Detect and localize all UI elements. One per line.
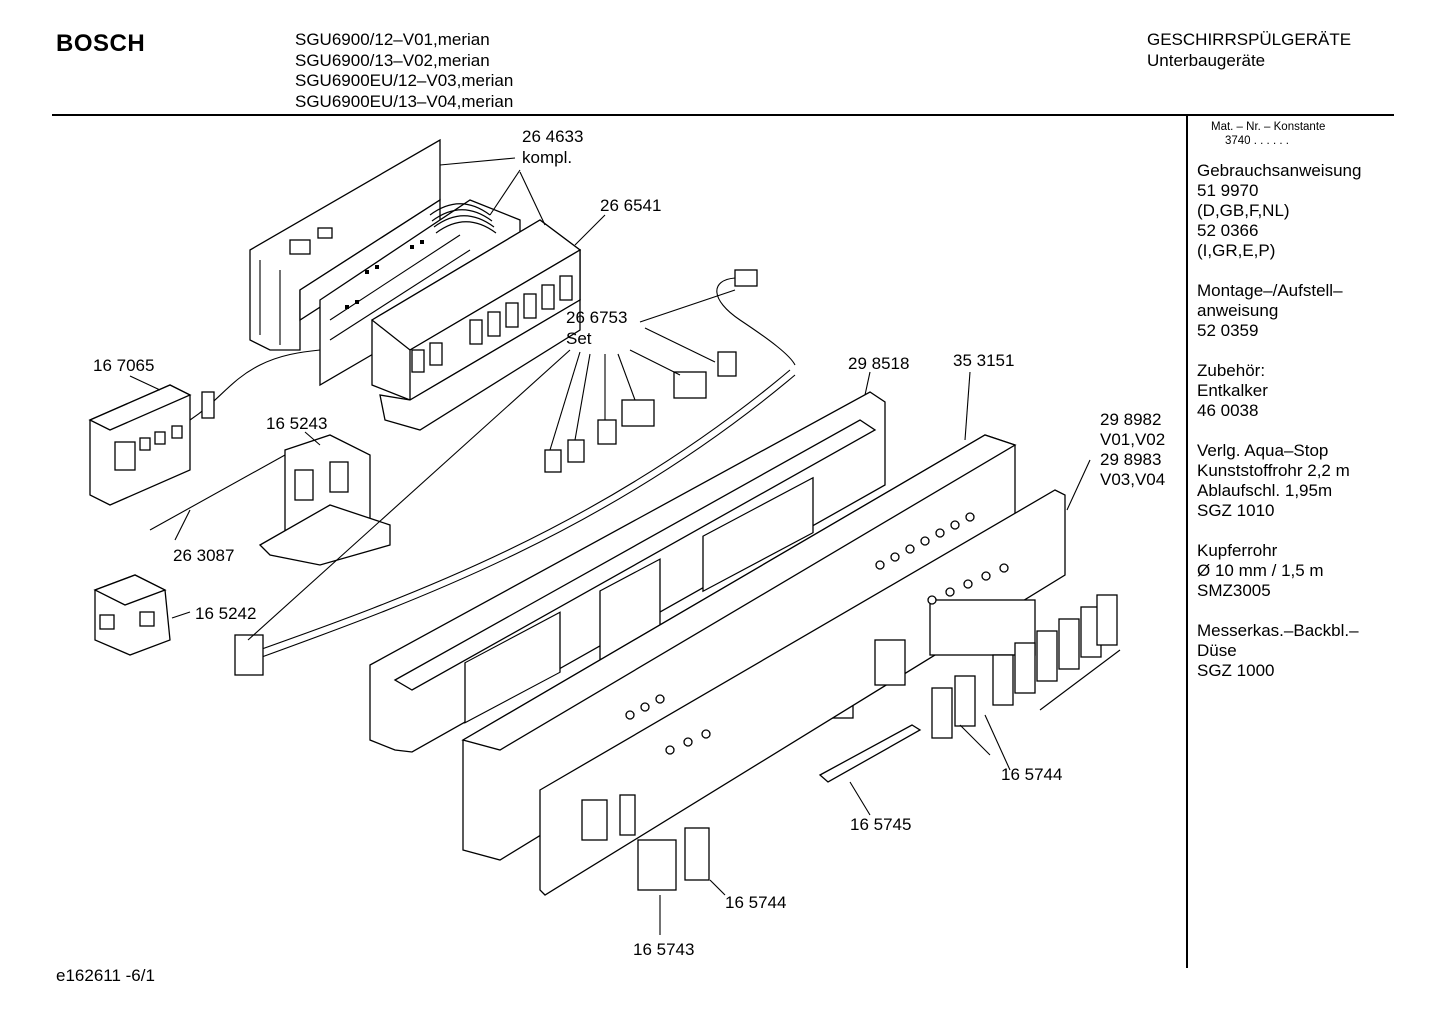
- part-label: 26 3087: [173, 546, 234, 565]
- category-line: GESCHIRRSPÜLGERÄTE: [1147, 30, 1352, 49]
- note-line: (I,GR,E,P): [1197, 241, 1276, 260]
- display-module-part: [88, 349, 321, 506]
- part-label: 26 4633: [522, 127, 583, 146]
- relay-part: [93, 574, 171, 656]
- control-module-part: [370, 219, 582, 431]
- note-line: 46 0038: [1197, 401, 1259, 420]
- note-line: 52 0366: [1197, 221, 1259, 240]
- part-label: V03,V04: [1100, 470, 1165, 489]
- part-label: 16 5743: [633, 940, 694, 959]
- bracket-part: [258, 434, 391, 566]
- note-line: Düse: [1197, 641, 1237, 660]
- part-label: V01,V02: [1100, 430, 1165, 449]
- trim-strip-part: [818, 724, 922, 783]
- inner-panel-part: [369, 391, 886, 753]
- note-line: Ablaufschl. 1,95m: [1197, 481, 1333, 500]
- ribbon-cable: [429, 203, 497, 234]
- note-nozzle: Messerkas.–Backbl.– Düse SGZ 1000: [1197, 621, 1361, 681]
- model-line: SGU6900EU/12–V03,merian: [295, 71, 514, 90]
- part-label: 29 8983: [1100, 450, 1161, 469]
- wire-rod-part: [149, 454, 286, 531]
- note-line: (D,GB,F,NL): [1197, 201, 1290, 220]
- note-line: Verlg. Aqua–Stop: [1197, 441, 1329, 460]
- note-installation: Montage–/Aufstell– anweisung 52 0359: [1197, 281, 1361, 341]
- category-subline: Unterbaugeräte: [1147, 50, 1266, 70]
- material-number-block: Mat. – Nr. – Konstante 3740 . . . . . .: [1211, 120, 1325, 148]
- note-line: SGZ 1010: [1197, 501, 1275, 520]
- part-label: 16 5744: [1001, 765, 1062, 784]
- sidebar-rule: [1186, 116, 1188, 968]
- part-label: kompl.: [522, 148, 572, 167]
- part-label: 26 6541: [600, 196, 661, 215]
- part-label: 16 5243: [266, 414, 327, 433]
- note-line: Zubehör:: [1197, 361, 1266, 380]
- note-line: Entkalker: [1197, 381, 1268, 400]
- note-line: Gebrauchsanweisung: [1197, 161, 1362, 180]
- note-copper-pipe: Kupferrohr Ø 10 mm / 1,5 m SMZ3005: [1197, 541, 1361, 601]
- button-set-bottom: [637, 827, 710, 891]
- note-line: Messerkas.–Backbl.–: [1197, 621, 1359, 640]
- note-line: Ø 10 mm / 1,5 m: [1197, 561, 1324, 580]
- note-line: Kunststoffrohr 2,2 m: [1197, 461, 1350, 480]
- part-label: 29 8982: [1100, 410, 1161, 429]
- note-line: Montage–/Aufstell–: [1197, 281, 1343, 300]
- note-line: 51 9970: [1197, 181, 1259, 200]
- part-label: 16 5242: [195, 604, 256, 623]
- drawing-code: e162611 -6/1: [56, 966, 155, 985]
- note-accessory: Zubehör: Entkalker 46 0038: [1197, 361, 1361, 421]
- note-manual: Gebrauchsanweisung 51 9970 (D,GB,F,NL) 5…: [1197, 161, 1361, 261]
- sidebar-notes: Gebrauchsanweisung 51 9970 (D,GB,F,NL) 5…: [1197, 161, 1361, 701]
- brand-logo: BOSCH: [56, 30, 146, 57]
- note-line: SGZ 1000: [1197, 661, 1275, 680]
- matnr-label: Mat. – Nr. – Konstante: [1211, 121, 1326, 133]
- front-panel-part: [539, 489, 1066, 896]
- model-line: SGU6900/13–V02,merian: [295, 50, 490, 70]
- header-rule: [52, 114, 1394, 116]
- matnr-value: 3740 . . . . . .: [1225, 135, 1289, 147]
- note-line: Kupferrohr: [1197, 541, 1278, 560]
- category-title: GESCHIRRSPÜLGERÄTE Unterbaugeräte: [1147, 30, 1351, 71]
- part-label: Set: [566, 329, 592, 348]
- model-line: SGU6900/12–V01,merian: [295, 30, 490, 49]
- connector-set: [234, 269, 796, 676]
- note-aquastop: Verlg. Aqua–Stop Kunststoffrohr 2,2 m Ab…: [1197, 441, 1361, 521]
- model-list: SGU6900/12–V01,merian SGU6900/13–V02,mer…: [295, 30, 513, 112]
- note-line: anweisung: [1197, 301, 1279, 320]
- button-set-right: [931, 594, 1118, 739]
- part-label: 16 5745: [850, 815, 911, 834]
- part-label: 29 8518: [848, 354, 909, 373]
- part-label: 16 5744: [725, 893, 786, 912]
- part-label: 16 7065: [93, 356, 154, 375]
- model-line: SGU6900EU/13–V04,merian: [295, 91, 514, 111]
- part-label: 35 3151: [953, 351, 1014, 370]
- part-label: 26 6753: [566, 308, 627, 327]
- note-line: SMZ3005: [1197, 581, 1271, 600]
- note-line: 52 0359: [1197, 321, 1259, 340]
- leader-lines: [129, 157, 1121, 935]
